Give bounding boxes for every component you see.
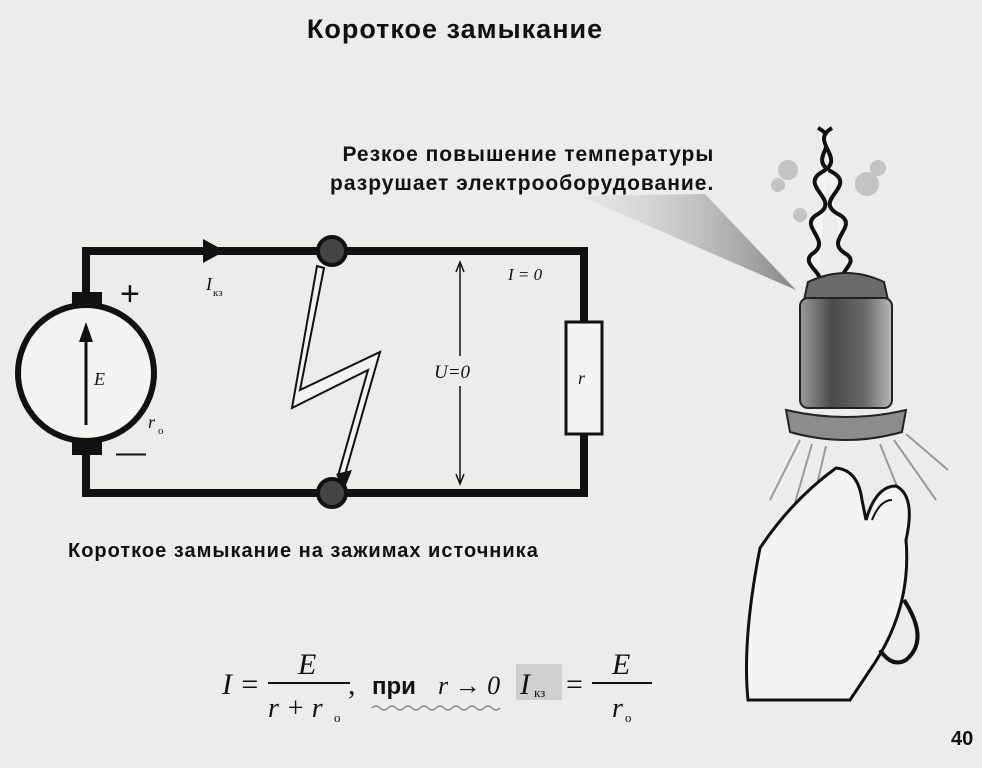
callout-line-1: Резкое повышение температуры — [342, 143, 715, 166]
formula-denominator-sub: о — [334, 710, 341, 725]
current-zero-label: I = 0 — [507, 265, 543, 284]
formula-denominator-2: r — [612, 693, 623, 724]
page-number: 40 — [951, 728, 974, 750]
callout-text: Резкое повышение температуры разрушает э… — [330, 140, 714, 198]
voltage-marker — [455, 259, 465, 487]
current-direction-arrow — [203, 239, 225, 263]
formula-lhs: I = — [221, 668, 260, 701]
voltage-zero-label: U=0 — [434, 362, 471, 383]
top-terminal — [316, 235, 348, 267]
slide-title: Короткое замыкание — [306, 14, 604, 44]
lamp-socket-illustration — [745, 126, 949, 702]
condition-underline — [371, 705, 501, 711]
formula-equals: = — [566, 668, 583, 701]
bottom-terminal — [316, 477, 348, 509]
formula-denominator: r + r — [268, 693, 323, 724]
short-circuit-current-label: I — [205, 274, 213, 294]
minus-sign: — — [116, 436, 146, 469]
formula-condition: r → 0 — [438, 671, 500, 700]
short-circuit-current-sub: кз — [213, 287, 223, 299]
callout-pointer — [580, 194, 796, 290]
formula-comma: , — [348, 668, 356, 701]
emf-label: E — [93, 369, 105, 389]
formula-numerator-2: E — [611, 648, 630, 681]
internal-resistance-sub: о — [158, 425, 164, 437]
diagram-caption: Короткое замыкание на зажимах источника — [68, 540, 539, 562]
plus-sign: + — [120, 275, 140, 313]
generator-symbol — [15, 292, 157, 455]
formula-pri: при — [372, 673, 416, 700]
internal-resistance-label: r — [148, 412, 156, 432]
formula-numerator: E — [297, 648, 316, 681]
formula-ikz: I — [519, 668, 532, 701]
formula-ikz-sub: кз — [534, 685, 545, 700]
formula-denominator-2-sub: о — [625, 710, 632, 725]
load-resistor — [564, 320, 604, 436]
lightning-bolt-icon — [290, 264, 382, 490]
load-resistance-label: r — [578, 368, 586, 388]
callout-line-2: разрушает электрооборудование. — [330, 172, 715, 195]
